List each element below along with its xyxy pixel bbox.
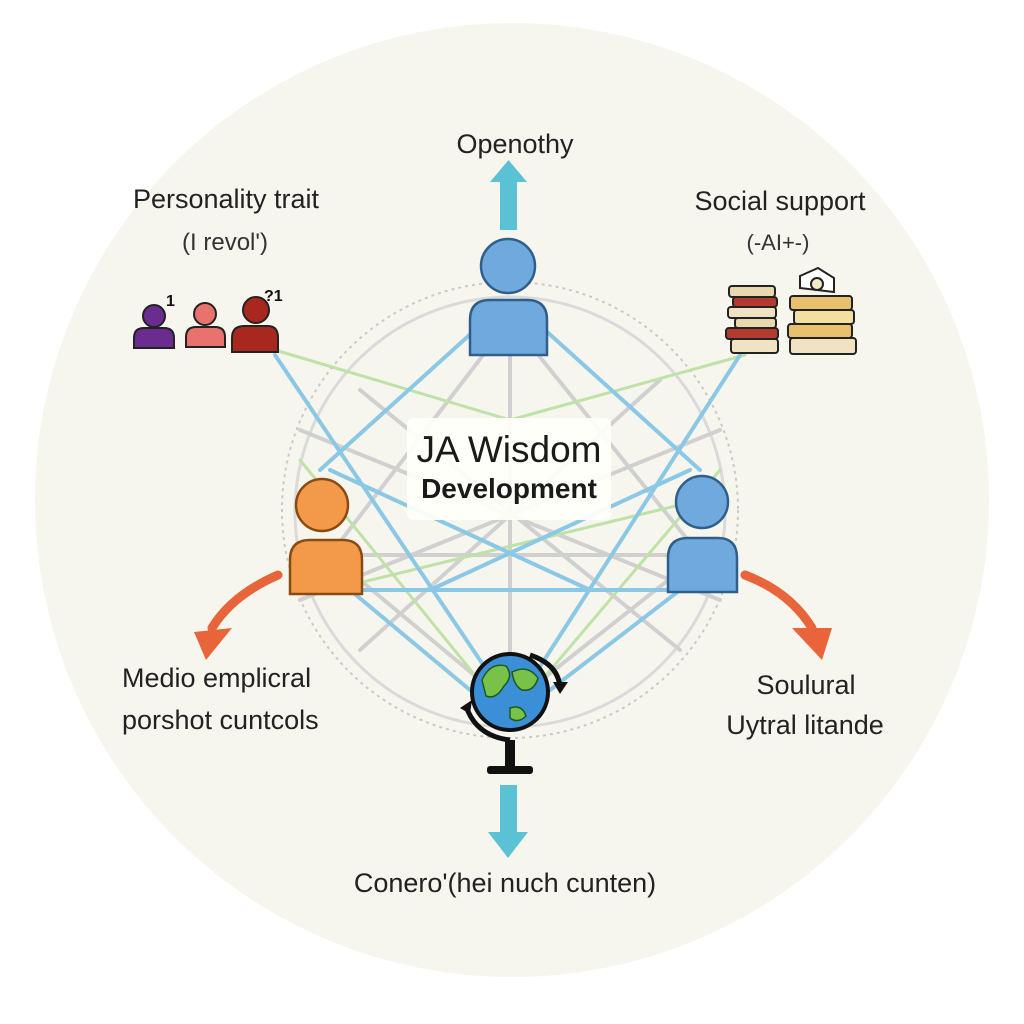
people-number-2: ?1 bbox=[264, 288, 283, 305]
mid-right-node-line2: Uytral litande bbox=[726, 710, 884, 740]
person-left-icon bbox=[288, 477, 364, 596]
down-arrow-icon bbox=[488, 785, 528, 858]
people-number-1: 1 bbox=[166, 293, 175, 310]
top-left-node-subtitle: (I revol') bbox=[182, 229, 268, 256]
top-right-node-title: Social support bbox=[694, 186, 866, 216]
globe-icon bbox=[460, 652, 568, 774]
people-group-icon bbox=[133, 296, 279, 353]
left-curved-arrow-icon bbox=[194, 570, 283, 660]
center-subtitle: Development bbox=[421, 473, 597, 505]
person-right-icon bbox=[666, 474, 739, 594]
bottom-node-label: Conero'(hei nuch cunten) bbox=[353, 868, 657, 898]
up-arrow-icon bbox=[490, 160, 527, 230]
center-node: JA Wisdom Development bbox=[407, 418, 611, 520]
center-title: JA Wisdom bbox=[416, 429, 602, 471]
top-left-node-title: Personality trait bbox=[132, 184, 320, 214]
person-top-icon bbox=[468, 237, 549, 357]
right-curved-arrow-icon bbox=[740, 570, 832, 660]
top-node-label: Openothy bbox=[456, 129, 574, 159]
books-icon bbox=[725, 266, 857, 355]
mid-left-node-line1: Medio emplicral bbox=[122, 663, 312, 693]
top-right-node-subtitle: (-AI+-) bbox=[746, 230, 810, 255]
mid-left-node-line2: porshot cuntcols bbox=[122, 705, 319, 735]
mid-right-node-line1: Soulural bbox=[756, 670, 856, 700]
